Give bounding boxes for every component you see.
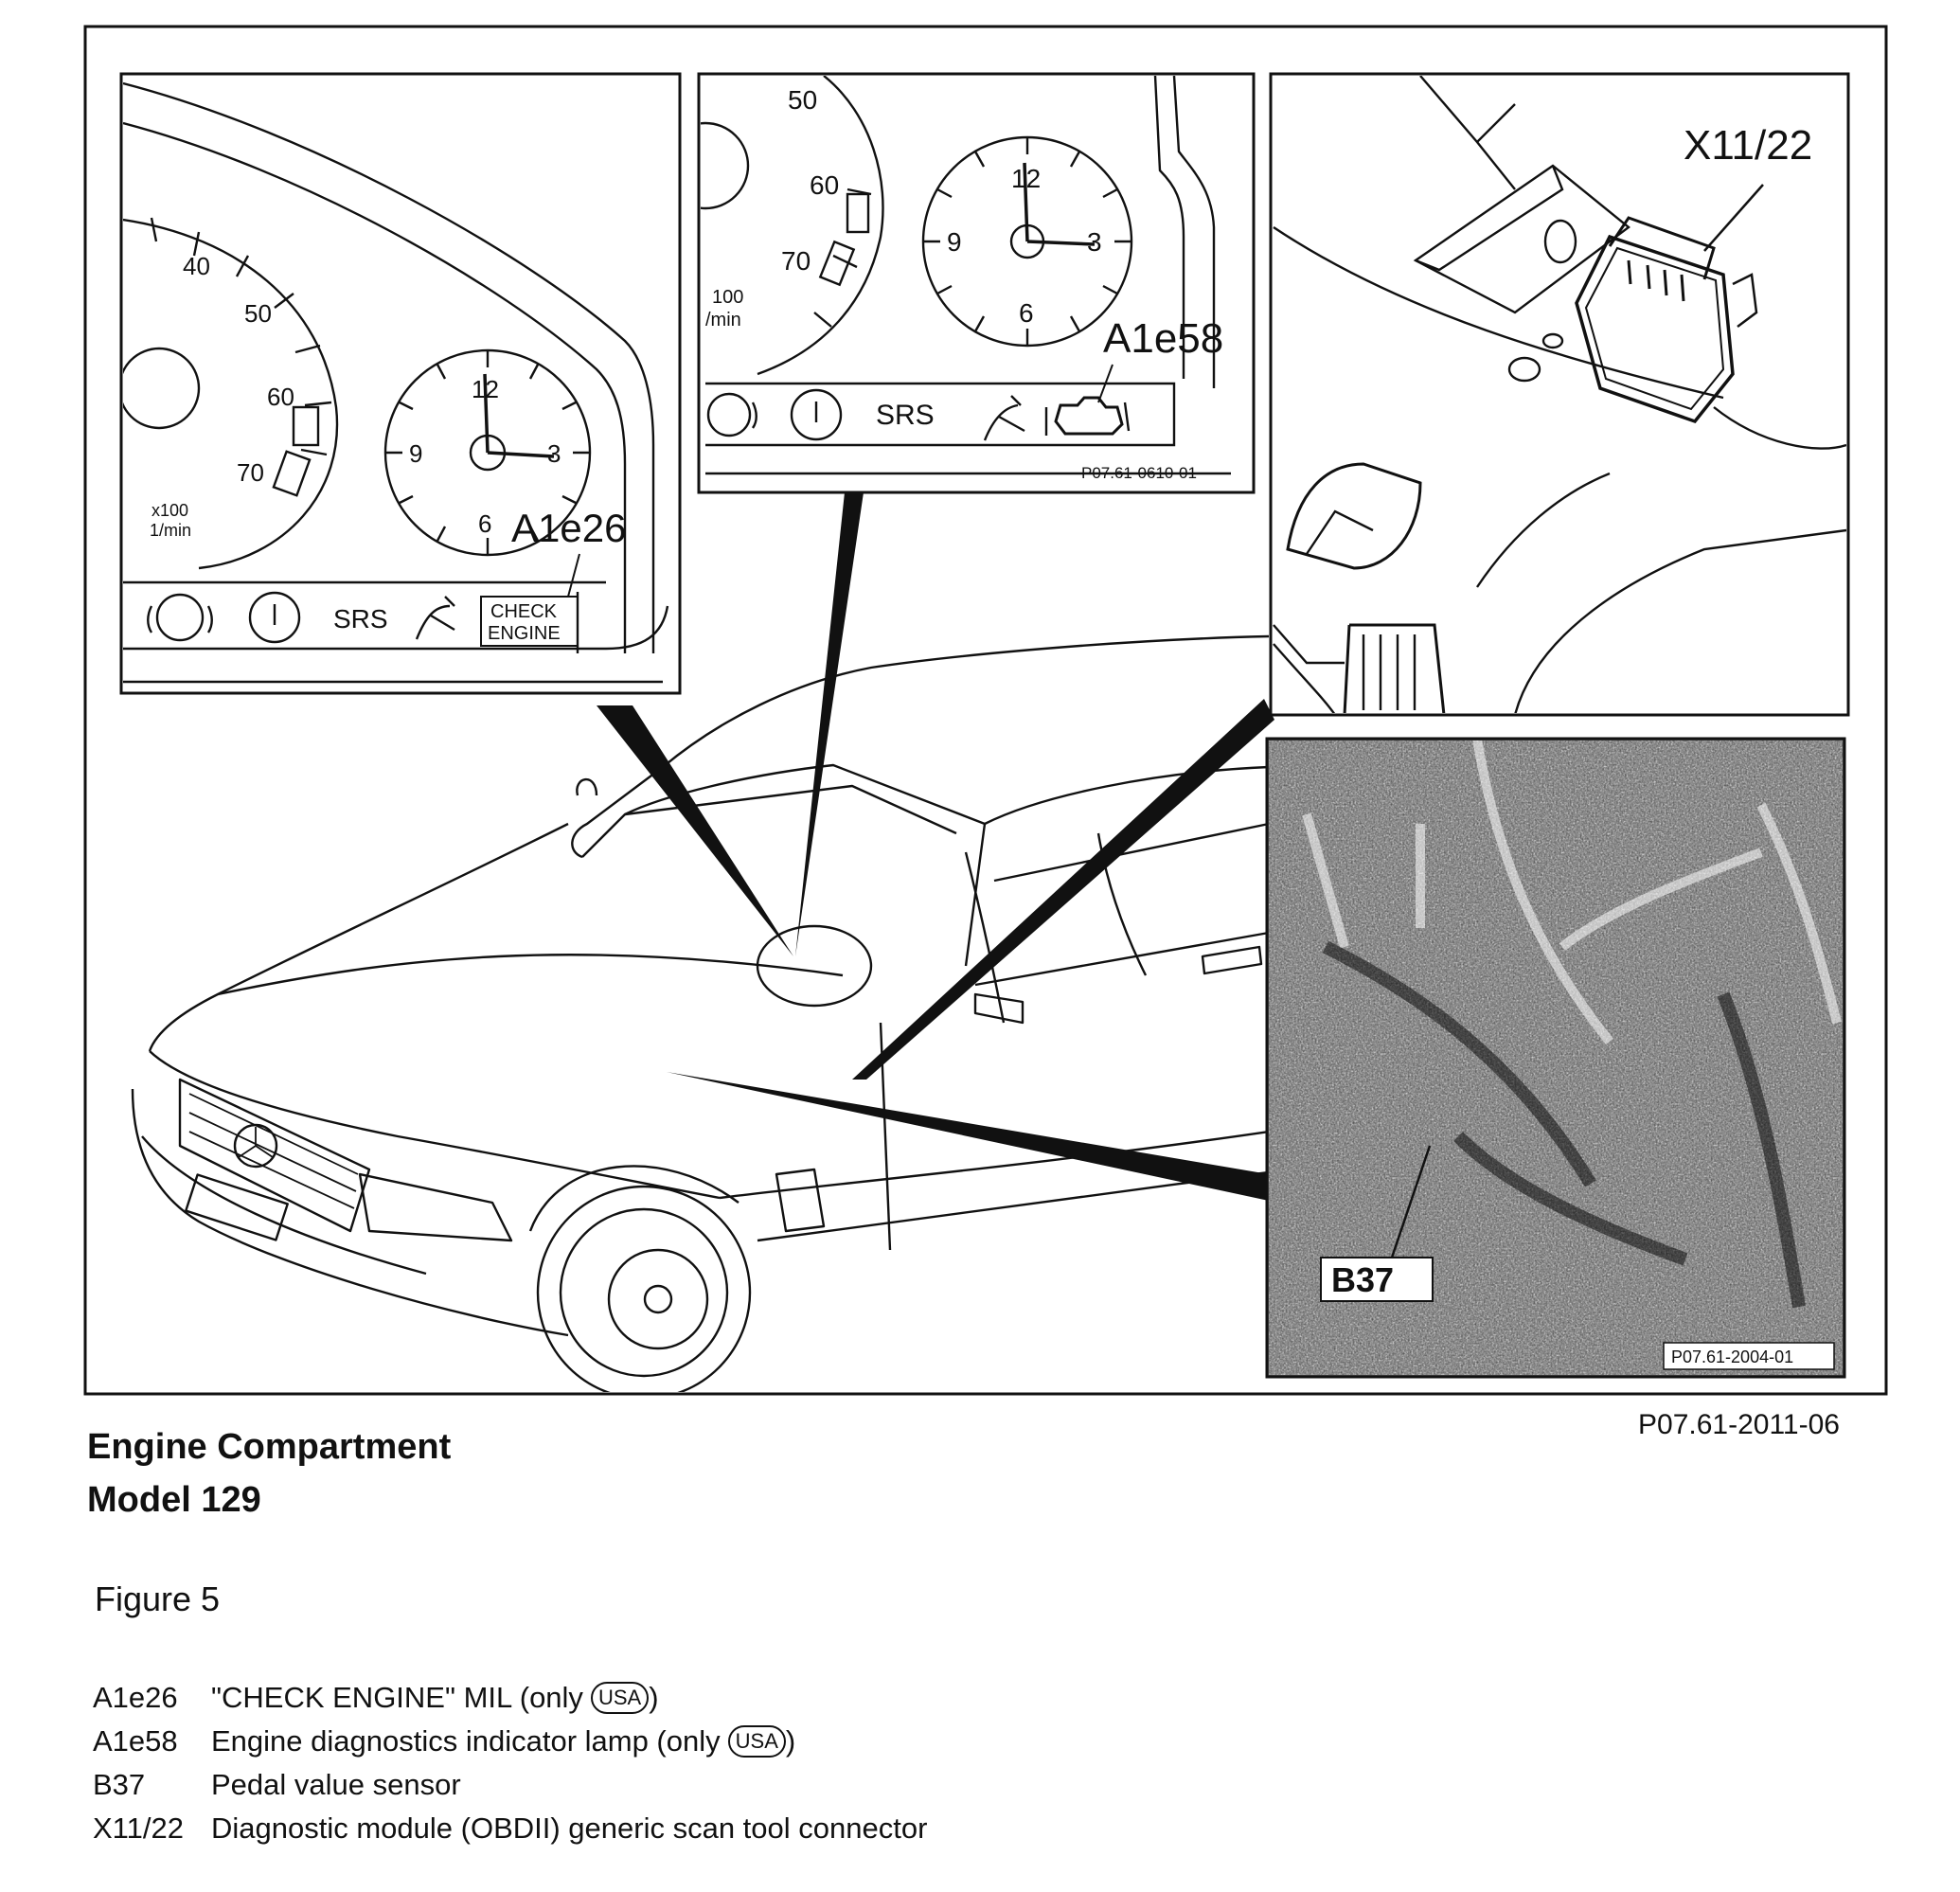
speed-tick-50: 50	[788, 85, 817, 115]
speed-tick-60: 60	[810, 170, 839, 200]
legend-text: Engine diagnostics indicator lamp (only	[211, 1724, 721, 1758]
legend-text: Diagnostic module (OBDII) generic scan t…	[211, 1812, 928, 1845]
inset-code-photo: P07.61-2004-01	[1671, 1348, 1793, 1366]
legend-code: B37	[93, 1768, 146, 1801]
caption-title-line2: Model 129	[87, 1480, 261, 1520]
car-drawing	[131, 634, 1270, 1392]
speed-tick-50: 50	[244, 299, 272, 328]
legend-row: B37 Pedal value sensor	[93, 1763, 927, 1807]
clock-tick-12: 12	[472, 375, 499, 403]
check-engine-line1: CHECK	[490, 601, 558, 622]
clock-tick-6: 6	[1019, 298, 1034, 328]
srs-indicator: SRS	[333, 604, 388, 634]
label-x11-22: X11/22	[1684, 122, 1812, 169]
legend-row: X11/22 Diagnostic module (OBDII) generic…	[93, 1807, 927, 1850]
label-a1e58: A1e58	[1103, 315, 1223, 362]
speed-tick-40: 40	[183, 252, 210, 280]
legend-row: A1e58 Engine diagnostics indicator lamp …	[93, 1720, 927, 1763]
legend-text: "CHECK ENGINE" MIL (only	[211, 1681, 583, 1714]
clock-tick-3: 3	[547, 439, 561, 468]
pointer-wedges	[597, 492, 1274, 1201]
caption-title: Engine Compartment Model 129	[87, 1420, 451, 1526]
inset-photo: B37 P07.61-2004-01	[1265, 737, 1846, 1379]
usa-badge: USA	[727, 1725, 786, 1758]
figure-code: P07.61-2011-06	[1638, 1409, 1840, 1440]
inset-connector: X11/22	[1269, 72, 1850, 717]
clock-tick-12: 12	[1011, 164, 1041, 193]
legend-tail: )	[649, 1681, 659, 1714]
legend-tail: )	[785, 1724, 796, 1758]
legend-code: X11/22	[93, 1812, 184, 1845]
legend-code: A1e58	[93, 1724, 178, 1758]
figure-number: Figure 5	[95, 1580, 221, 1618]
srs-indicator: SRS	[876, 400, 935, 431]
speed-tick-70: 70	[781, 246, 811, 276]
rpm-unit-2: /min	[705, 310, 741, 330]
clock-tick-3: 3	[1087, 227, 1102, 257]
inset-code-middle: P07.61-0610-01	[1081, 464, 1197, 482]
inset-cluster-middle: 50 60 70 100 /min 12 3 6 9 SRS P07.61-06…	[697, 72, 1256, 494]
legend-text: Pedal value sensor	[211, 1768, 461, 1801]
clock-tick-6: 6	[478, 509, 491, 538]
inset-cluster-left: 40 50 60 70 x100 1/min 12 3 6 9 SRS CHEC…	[119, 72, 682, 695]
clock-tick-9: 9	[947, 227, 962, 257]
rpm-unit-2: 1/min	[150, 521, 191, 540]
label-a1e26: A1e26	[511, 506, 626, 550]
label-b37: B37	[1331, 1260, 1394, 1299]
caption-title-line1: Engine Compartment	[87, 1427, 452, 1467]
rpm-unit-1: x100	[151, 501, 188, 520]
speed-tick-60: 60	[267, 383, 294, 411]
speed-tick-70: 70	[237, 458, 264, 487]
legend-code: A1e26	[93, 1681, 178, 1714]
clock-tick-9: 9	[409, 439, 422, 468]
rpm-unit-1: 100	[712, 287, 743, 308]
legend-row: A1e26 "CHECK ENGINE" MIL (only USA )	[93, 1676, 927, 1720]
usa-badge: USA	[590, 1682, 650, 1714]
check-engine-line2: ENGINE	[488, 623, 561, 644]
legend: A1e26 "CHECK ENGINE" MIL (only USA ) A1e…	[93, 1676, 927, 1850]
